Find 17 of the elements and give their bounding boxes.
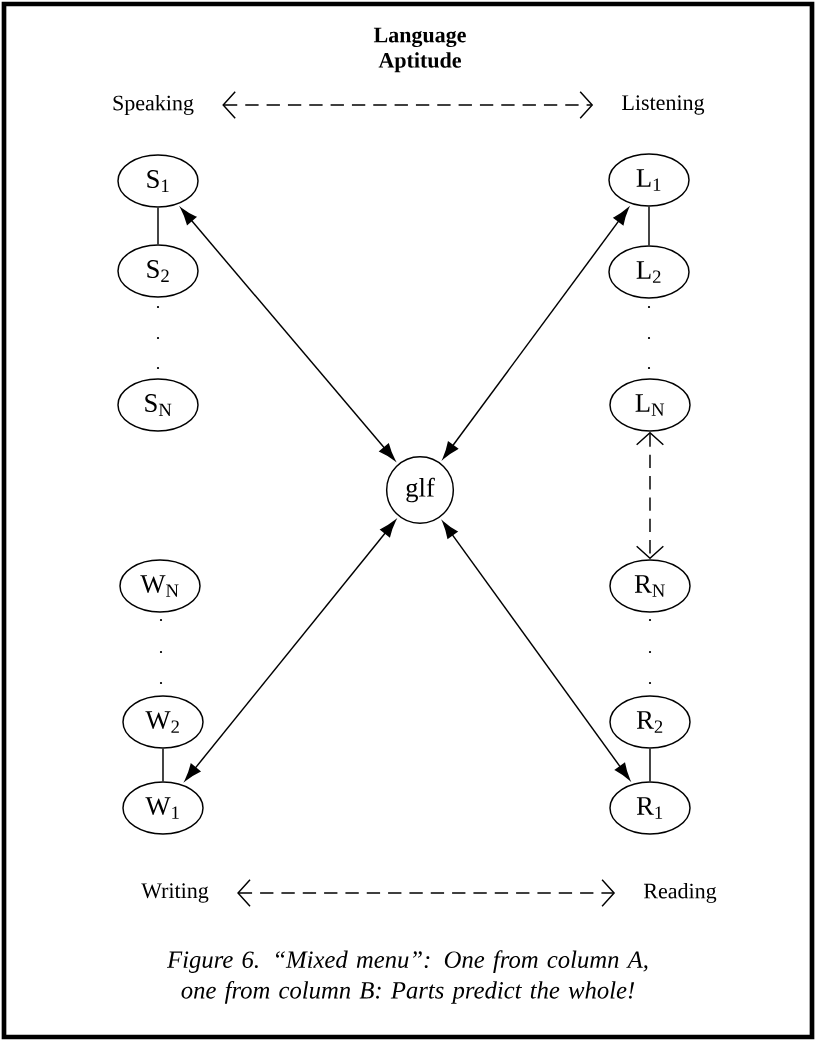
figure-caption: Figure 6. “Mixed menu”: One from column A, one from column B: Parts predict the whole! bbox=[166, 950, 648, 1004]
arrow bbox=[442, 207, 629, 459]
arrow bbox=[222, 90, 594, 120]
connector-line bbox=[648, 206, 650, 246]
skill-label: Writing bbox=[141, 883, 209, 903]
arrow bbox=[184, 519, 396, 781]
arrow bbox=[180, 207, 396, 461]
skill-label: Speaking bbox=[113, 95, 194, 115]
arrow bbox=[635, 431, 665, 560]
arrow bbox=[237, 878, 616, 908]
connector-line bbox=[162, 748, 164, 782]
arrow bbox=[442, 521, 631, 781]
connector-line bbox=[649, 748, 651, 782]
connector-line bbox=[157, 207, 159, 245]
diagram-title: Language Aptitude bbox=[373, 27, 466, 73]
skill-label: Listening bbox=[622, 95, 705, 115]
skill-label: Reading bbox=[643, 883, 717, 903]
